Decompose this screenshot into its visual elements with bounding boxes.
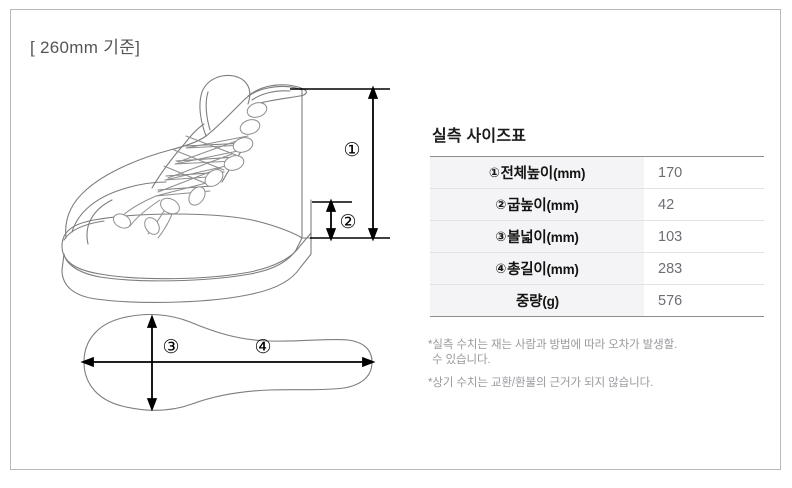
measurement-table: ①전체높이(mm) 170 ②굽높이(mm) 42 ③볼넓이(mm) 103 ④… <box>430 156 764 317</box>
row-marker: ① <box>488 165 500 180</box>
table-row: ④총길이(mm) 283 <box>430 252 764 285</box>
table-row: 중량(g) 576 <box>430 284 764 317</box>
footnotes: *실측 수치는 재는 사람과 방법에 따라 오차가 발생할. 수 있습니다. *… <box>428 338 748 399</box>
table-row: ①전체높이(mm) 170 <box>430 156 764 189</box>
footnote-item: *실측 수치는 재는 사람과 방법에 따라 오차가 발생할. 수 있습니다. <box>428 338 748 368</box>
row-label: 전체높이 <box>500 166 554 182</box>
row-value: 576 <box>644 284 764 317</box>
row-marker: ④ <box>495 261 507 276</box>
row-marker: ③ <box>495 229 507 244</box>
size-reference-caption: [ 260mm 기준] <box>30 38 141 57</box>
row-value: 283 <box>644 252 764 285</box>
table-row: ③볼넓이(mm) 103 <box>430 220 764 253</box>
row-label: 총길이 <box>507 262 547 278</box>
boot-side-view <box>61 74 312 303</box>
row-label-cell: 중량(g) <box>430 284 644 317</box>
row-unit: (mm) <box>546 230 579 245</box>
footnote-line-1: *상기 수치는 교환/환불의 근거가 되지 않습니다. <box>428 377 654 389</box>
size-table-title: 실측 사이즈표 <box>432 128 527 145</box>
marker-1-glyph: ① <box>343 139 360 161</box>
footnote-line-1: *실측 수치는 재는 사람과 방법에 따라 오차가 발생할. <box>428 339 678 351</box>
row-label-cell: ①전체높이(mm) <box>430 156 644 189</box>
size-table-block: 실측 사이즈표 ①전체높이(mm) 170 ②굽높이(mm) 42 ③볼넓이(m… <box>430 122 764 317</box>
lace-tips <box>112 102 268 235</box>
measurement-illustration: ① ② ③ ④ <box>61 74 390 412</box>
row-unit: (mm) <box>546 262 579 277</box>
row-unit: (mm) <box>553 166 586 181</box>
row-value: 103 <box>644 220 764 253</box>
row-label: 볼넓이 <box>507 230 547 246</box>
row-label-cell: ②굽높이(mm) <box>430 188 644 221</box>
row-unit: (mm) <box>546 198 579 213</box>
row-label-cell: ③볼넓이(mm) <box>430 220 644 253</box>
row-label: 굽높이 <box>507 198 547 214</box>
marker-2-glyph: ② <box>339 211 356 233</box>
row-label: 중량 <box>516 294 543 310</box>
footnote-item: *상기 수치는 교환/환불의 근거가 되지 않습니다. <box>428 376 748 391</box>
row-unit: (g) <box>542 294 559 309</box>
marker-4-glyph: ④ <box>254 336 271 358</box>
row-label-cell: ④총길이(mm) <box>430 252 644 285</box>
row-value: 42 <box>644 188 764 221</box>
row-value: 170 <box>644 156 764 189</box>
marker-labels: ① ② ③ ④ <box>162 139 360 358</box>
dimension-arrows-sole <box>80 314 376 412</box>
boot-laces <box>119 135 249 239</box>
footnote-line-2: 수 있습니다. <box>432 354 491 366</box>
row-marker: ② <box>495 197 507 212</box>
table-row: ②굽높이(mm) 42 <box>430 188 764 221</box>
marker-3-glyph: ③ <box>162 336 179 358</box>
dimension-arrows <box>325 85 379 242</box>
